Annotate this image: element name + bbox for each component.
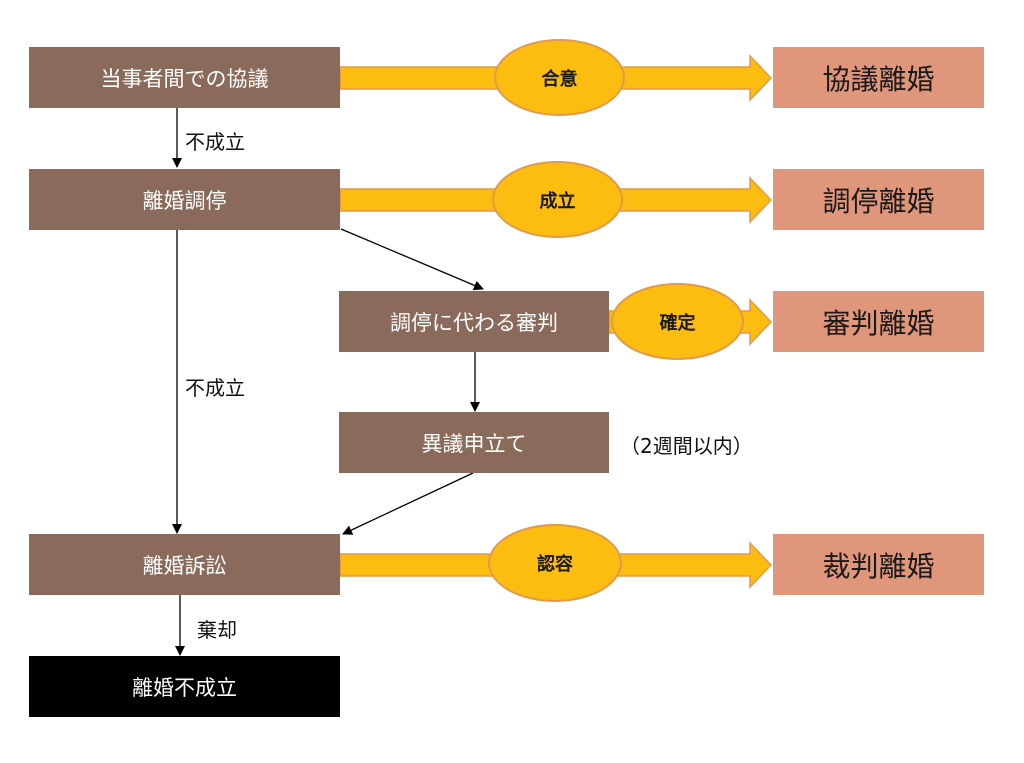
oval-established: 成立 [492, 161, 623, 238]
result-adjudicated: 審判離婚 [773, 291, 984, 352]
oval-agreement-label: 合意 [541, 68, 578, 90]
result-consensual: 協議離婚 [773, 47, 984, 108]
edge-label-objection-deadline: （2週間以内） [620, 434, 753, 458]
node-negotiation: 当事者間での協議 [29, 47, 340, 108]
node-judgment-in-lieu-label: 調停に代わる審判 [390, 310, 558, 335]
result-mediated: 調停離婚 [773, 169, 984, 230]
node-lawsuit-label: 離婚訴訟 [142, 553, 227, 578]
oval-agreement: 合意 [494, 39, 625, 116]
node-lawsuit: 離婚訴訟 [29, 534, 340, 595]
result-judicial-label: 裁判離婚 [822, 549, 935, 583]
node-mediation-label: 離婚調停 [142, 188, 227, 213]
edge-label-negotiation-failed: 不成立 [185, 130, 245, 154]
node-mediation: 離婚調停 [29, 169, 340, 230]
node-negotiation-label: 当事者間での協議 [100, 66, 269, 91]
node-no-divorce: 離婚不成立 [29, 656, 340, 717]
oval-finalized-label: 確定 [659, 312, 696, 334]
oval-granted: 認容 [488, 524, 622, 602]
node-judgment-in-lieu: 調停に代わる審判 [339, 291, 609, 352]
result-consensual-label: 協議離婚 [822, 62, 935, 96]
arrow-mediation-to-judgment [340, 228, 484, 291]
result-mediated-label: 調停離婚 [822, 184, 935, 218]
arrow-objection-to-lawsuit [342, 472, 474, 535]
oval-granted-label: 認容 [537, 554, 573, 575]
node-objection: 異議申立て [339, 412, 609, 473]
result-judicial: 裁判離婚 [773, 534, 984, 595]
oval-established-label: 成立 [539, 190, 576, 212]
node-objection-label: 異議申立て [421, 431, 527, 456]
oval-finalized: 確定 [611, 283, 744, 360]
result-adjudicated-label: 審判離婚 [822, 306, 935, 340]
edge-label-dismissed: 棄却 [197, 618, 237, 642]
node-no-divorce-label: 離婚不成立 [132, 675, 237, 700]
edge-label-mediation-failed: 不成立 [185, 376, 245, 400]
